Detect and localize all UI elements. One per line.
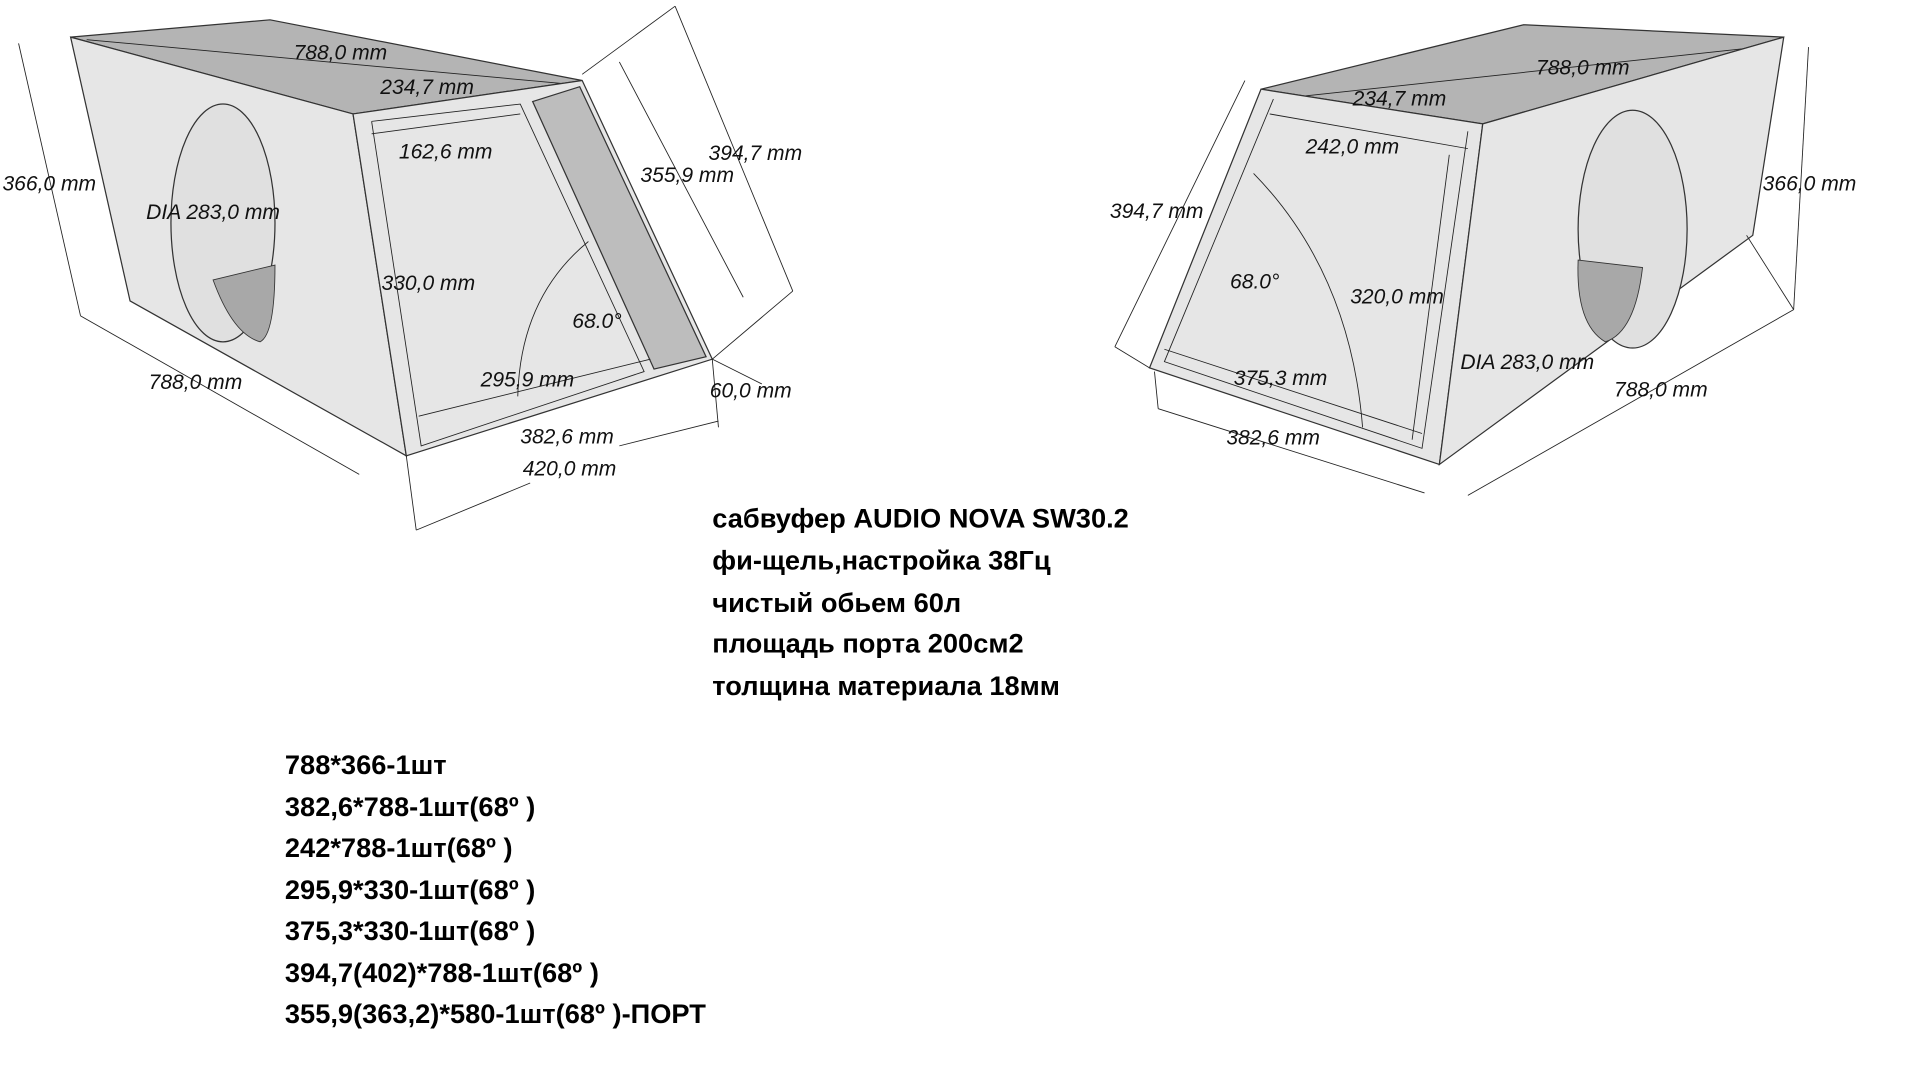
right-dim-top-length: 788,0 mm <box>1536 56 1630 79</box>
right-dim-inner-bottom: 375,3 mm <box>1234 367 1328 390</box>
left-dim-slant-port: 355,9 mm <box>640 164 734 187</box>
cut-list-item: 788*366-1шт <box>285 749 447 780</box>
left-dim-slant-outer: 394,7 mm <box>709 142 803 165</box>
left-dim-angle: 68.0° <box>572 310 621 333</box>
cut-list-item: 375,3*330-1шт(68º ) <box>285 915 535 946</box>
spec-line: фи-щель,настройка 38Гц <box>712 545 1051 576</box>
spec-line: чистый обьем 60л <box>712 587 961 618</box>
left-dim-bottom-outer: 420,0 mm <box>523 458 617 481</box>
left-dim-height: 366,0 mm <box>2 173 96 196</box>
left-driver-cutout-shadow <box>212 264 276 343</box>
spec-line: толщина материала 18мм <box>712 670 1060 701</box>
left-dim-driver-dia: DIA 283,0 mm <box>146 201 280 224</box>
left-dim-bottom-inner: 382,6 mm <box>520 425 614 448</box>
cut-list: 788*366-1шт 382,6*788-1шт(68º ) 242*788-… <box>285 749 706 1029</box>
specs-block: сабвуфер AUDIO NOVA SW30.2 фи-щель,настр… <box>712 503 1129 701</box>
left-dim-inner-height: 330,0 mm <box>382 272 476 295</box>
left-enclosure-view: 788,0 mm 234,7 mm 162,6 mm 366,0 mm DIA … <box>2 5 803 531</box>
right-dim-driver-dia: DIA 283,0 mm <box>1460 351 1594 374</box>
left-dim-bottom-length: 788,0 mm <box>149 371 243 394</box>
right-enclosure-view: 788,0 mm 234,7 mm 242,0 mm 366,0 mm 394,… <box>1110 24 1857 496</box>
spec-line: площадь порта 200см2 <box>712 628 1023 659</box>
spec-line: сабвуфер AUDIO NOVA SW30.2 <box>712 503 1129 534</box>
cut-list-item: 382,6*788-1шт(68º ) <box>285 791 535 822</box>
left-dim-inner-top: 162,6 mm <box>399 141 493 164</box>
left-dim-top-width: 234,7 mm <box>379 76 474 99</box>
right-dim-slant: 394,7 mm <box>1110 200 1204 223</box>
cut-list-item: 295,9*330-1шт(68º ) <box>285 874 535 905</box>
right-dim-bottom: 382,6 mm <box>1226 427 1320 450</box>
cut-list-item: 242*788-1шт(68º ) <box>285 832 513 863</box>
left-dim-top-length: 788,0 mm <box>294 41 388 64</box>
right-dim-bottom-length: 788,0 mm <box>1614 378 1708 401</box>
right-dim-inner-top: 242,0 mm <box>1305 136 1400 159</box>
right-dim-height: 366,0 mm <box>1763 173 1857 196</box>
left-dim-port-width: 60,0 mm <box>710 380 792 403</box>
right-dim-top-width: 234,7 mm <box>1352 87 1447 110</box>
left-dim-inner-bottom: 295,9 mm <box>480 368 575 391</box>
right-dim-angle: 68.0° <box>1230 271 1279 294</box>
left-port-channel <box>531 85 707 370</box>
right-driver-cutout-shadow <box>1577 259 1644 343</box>
cut-list-item: 394,7(402)*788-1шт(68º ) <box>285 957 599 988</box>
cut-list-item: 355,9(363,2)*580-1шт(68º )-ПОРТ <box>285 998 706 1029</box>
right-dim-inner-height: 320,0 mm <box>1350 285 1444 308</box>
